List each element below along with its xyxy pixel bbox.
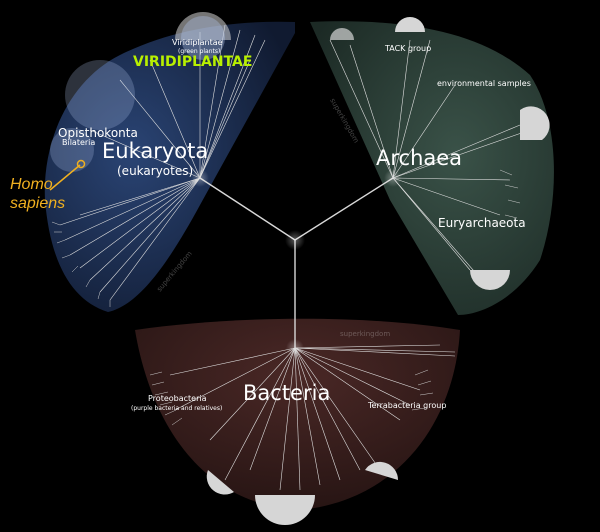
- leaf-ticks: [51, 169, 521, 426]
- root-node[interactable]: [285, 230, 305, 250]
- bacteria-label: Bacteria: [243, 381, 330, 405]
- archaea-branches: [329, 39, 531, 279]
- clade-clusters: [50, 12, 550, 525]
- proteobacteria-label: Proteobacteria: [148, 394, 207, 403]
- viridiplantae-label: Viridiplantae: [172, 38, 223, 47]
- viridiplantae-common-label: (green plants): [178, 48, 220, 55]
- eukaryota-label: Eukaryota: [102, 139, 208, 163]
- bacteria-branches: [169, 344, 456, 491]
- tack-group-label: TACK group: [384, 44, 431, 53]
- opisthokonta-label: Opisthokonta: [58, 126, 138, 140]
- homo-sapiens-label-species: sapiens: [10, 195, 65, 212]
- archaea-label: Archaea: [376, 146, 462, 170]
- main-branches: [199, 177, 394, 348]
- homo-sapiens-marker[interactable]: [49, 159, 86, 191]
- environmental-samples-label: environmental samples: [437, 79, 531, 88]
- eukaryota-branches: [59, 24, 266, 301]
- rank-label-bacteria: superkingdom: [340, 330, 390, 338]
- terrabacteria-label: Terrabacteria group: [367, 401, 446, 410]
- archaea-region: [310, 21, 554, 316]
- euryarchaeota-label: Euryarchaeota: [438, 216, 526, 230]
- eukaryota-common-label: (eukaryotes): [117, 164, 193, 178]
- homo-sapiens-label-genus: Homo: [10, 176, 53, 193]
- bilateria-label: Bilateria: [62, 138, 95, 147]
- proteobacteria-common-label: (purple bacteria and relatives): [131, 405, 222, 412]
- viridiplantae-highlight-label: VIRIDIPLANTAE: [133, 54, 252, 70]
